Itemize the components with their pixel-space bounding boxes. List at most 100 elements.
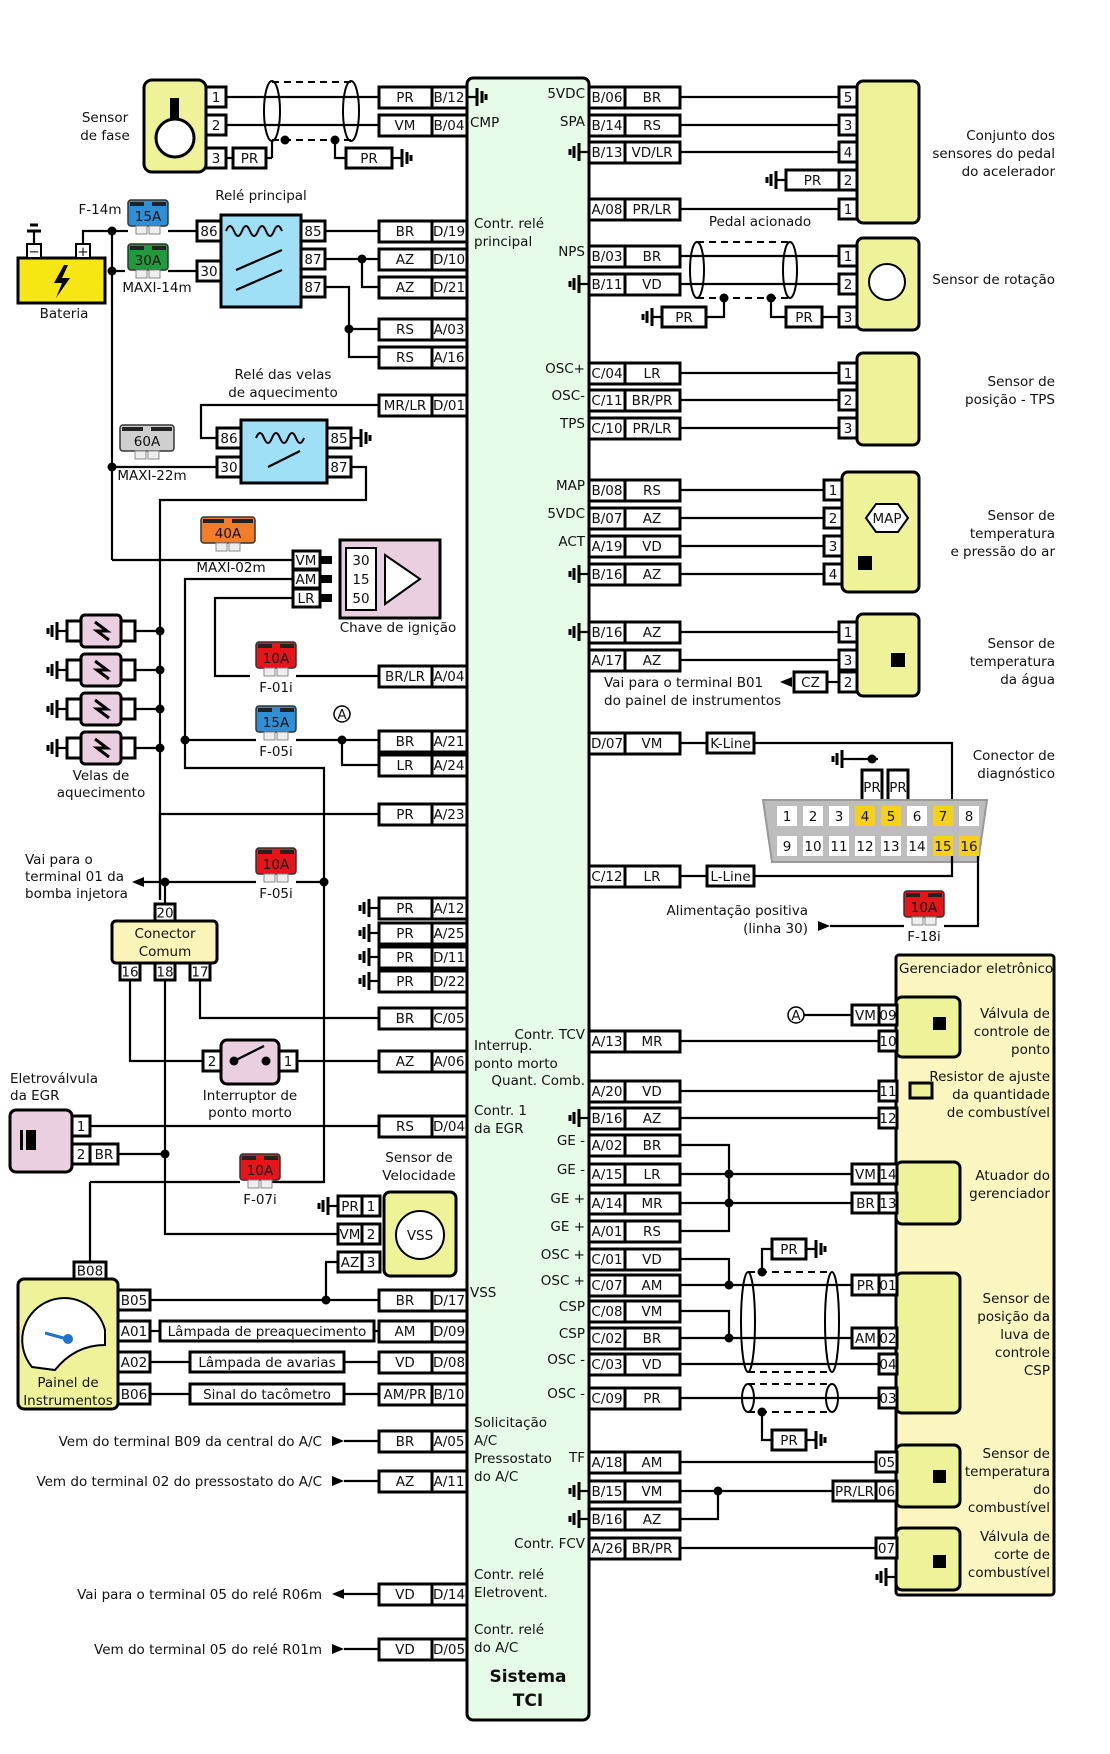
pin-id: A/01 [592, 1224, 623, 1240]
fuse-cap [152, 202, 166, 206]
wire-color: AZ [643, 1111, 661, 1127]
wire-color: LR [644, 366, 661, 382]
wire-color: MR [641, 1196, 662, 1212]
rotation-pin: 3 [837, 305, 859, 329]
pr-label: PR [889, 780, 907, 796]
wire-color: AM [395, 1324, 416, 1340]
pin-box-frame [877, 1386, 899, 1410]
resistor-label: Resistor de ajuste [929, 1069, 1050, 1085]
pin-id: C/11 [591, 393, 622, 409]
obd-pin-number: 10 [804, 839, 821, 855]
pin-label: 18 [156, 965, 173, 981]
wire-color: BR/LR [385, 669, 425, 685]
manager-pin: 10 [877, 1029, 899, 1053]
battery-icon [16, 256, 107, 305]
wire-box: PR [660, 305, 708, 329]
obd-pin [881, 836, 901, 856]
pin-box-frame [360, 1250, 382, 1274]
manager-pin: 11 [877, 1079, 899, 1103]
common-connector-pin: 17 [188, 961, 212, 982]
fuse-rating: 10A [263, 651, 290, 667]
csp-label: luva de [1000, 1327, 1050, 1343]
shield-icon [263, 80, 281, 142]
ground-icon [351, 429, 372, 447]
wire [325, 285, 379, 359]
pin-label: 3 [844, 310, 853, 326]
pin-id: A/18 [592, 1455, 623, 1471]
wire-color: RS [643, 1224, 661, 1240]
minus-sign: − [28, 244, 39, 260]
map-pin: 2 [822, 506, 844, 530]
pin-id: B/08 [592, 483, 623, 499]
ecu-left-label: da EGR [474, 1121, 524, 1137]
fuse-leg [911, 916, 924, 926]
ecu-right-label: GE + [550, 1219, 585, 1235]
relay-pin: 85 [325, 426, 353, 450]
pin-id: A/13 [592, 1034, 623, 1050]
wire-box: PR/LR [831, 1479, 878, 1503]
pin-box-frame [877, 1191, 899, 1215]
fuse-cap [130, 246, 144, 250]
pin-id: A/03 [434, 322, 465, 338]
common-connector-label: Conector [134, 926, 196, 942]
wire-box: CZ [792, 670, 829, 694]
ignition-terminals [345, 547, 377, 611]
ecu-right-label: OSC + [541, 1247, 585, 1263]
obd-pin-number: 12 [856, 839, 873, 855]
fuse-body [255, 847, 297, 875]
ground-icon [46, 661, 67, 679]
tps-pin: 1 [837, 361, 859, 385]
pin-id: D/05 [433, 1642, 465, 1658]
fuse-cap [280, 644, 294, 648]
pin-id: C/09 [591, 1391, 622, 1407]
manager-pin: 06 [874, 1479, 899, 1503]
fuse-rating: 10A [911, 900, 938, 916]
pin-box-frame [877, 1273, 899, 1297]
ground-icon [46, 622, 67, 640]
pin-id: A/15 [592, 1167, 623, 1183]
relay-pin: 87 [325, 455, 353, 479]
pin-label: 1 [844, 249, 853, 265]
ecu-right-label: TF [568, 1450, 585, 1466]
external-connection-label: Vem do terminal 02 do pressostato do A/C [36, 1474, 322, 1490]
junction-dot [155, 665, 165, 675]
pin-id: B/16 [592, 1111, 623, 1127]
wire [340, 740, 379, 767]
wire [199, 403, 379, 440]
rotation-label: Sensor de rotação [932, 272, 1055, 288]
wire-color: LR [644, 869, 661, 885]
pin-id-box [430, 1049, 469, 1074]
ecu-left-label: Eletrovent. [474, 1585, 548, 1601]
rotation-pin: 2 [837, 272, 859, 296]
fuse-cap [232, 519, 253, 523]
vss-wire: AZ [336, 1250, 364, 1274]
egr-pin: 1 [70, 1114, 92, 1138]
fuse-leg [228, 542, 241, 552]
manager-pin: 12 [877, 1106, 899, 1130]
obd-pin-number: 3 [835, 809, 844, 825]
junction-dot [155, 704, 165, 714]
pin-label: 06 [878, 1484, 895, 1500]
pedal-sensor-body [855, 79, 921, 225]
ignition-wire: VM [296, 553, 317, 569]
pin-id-box [430, 345, 469, 370]
wire-box: BR [850, 1191, 881, 1215]
shield-icon [689, 241, 705, 299]
pedal-pin: 5 [837, 85, 859, 109]
pin-id-box [430, 921, 469, 946]
pin-id-box [430, 1350, 469, 1375]
ground-icon [392, 149, 413, 167]
fuse-name: F-05i [259, 744, 293, 760]
